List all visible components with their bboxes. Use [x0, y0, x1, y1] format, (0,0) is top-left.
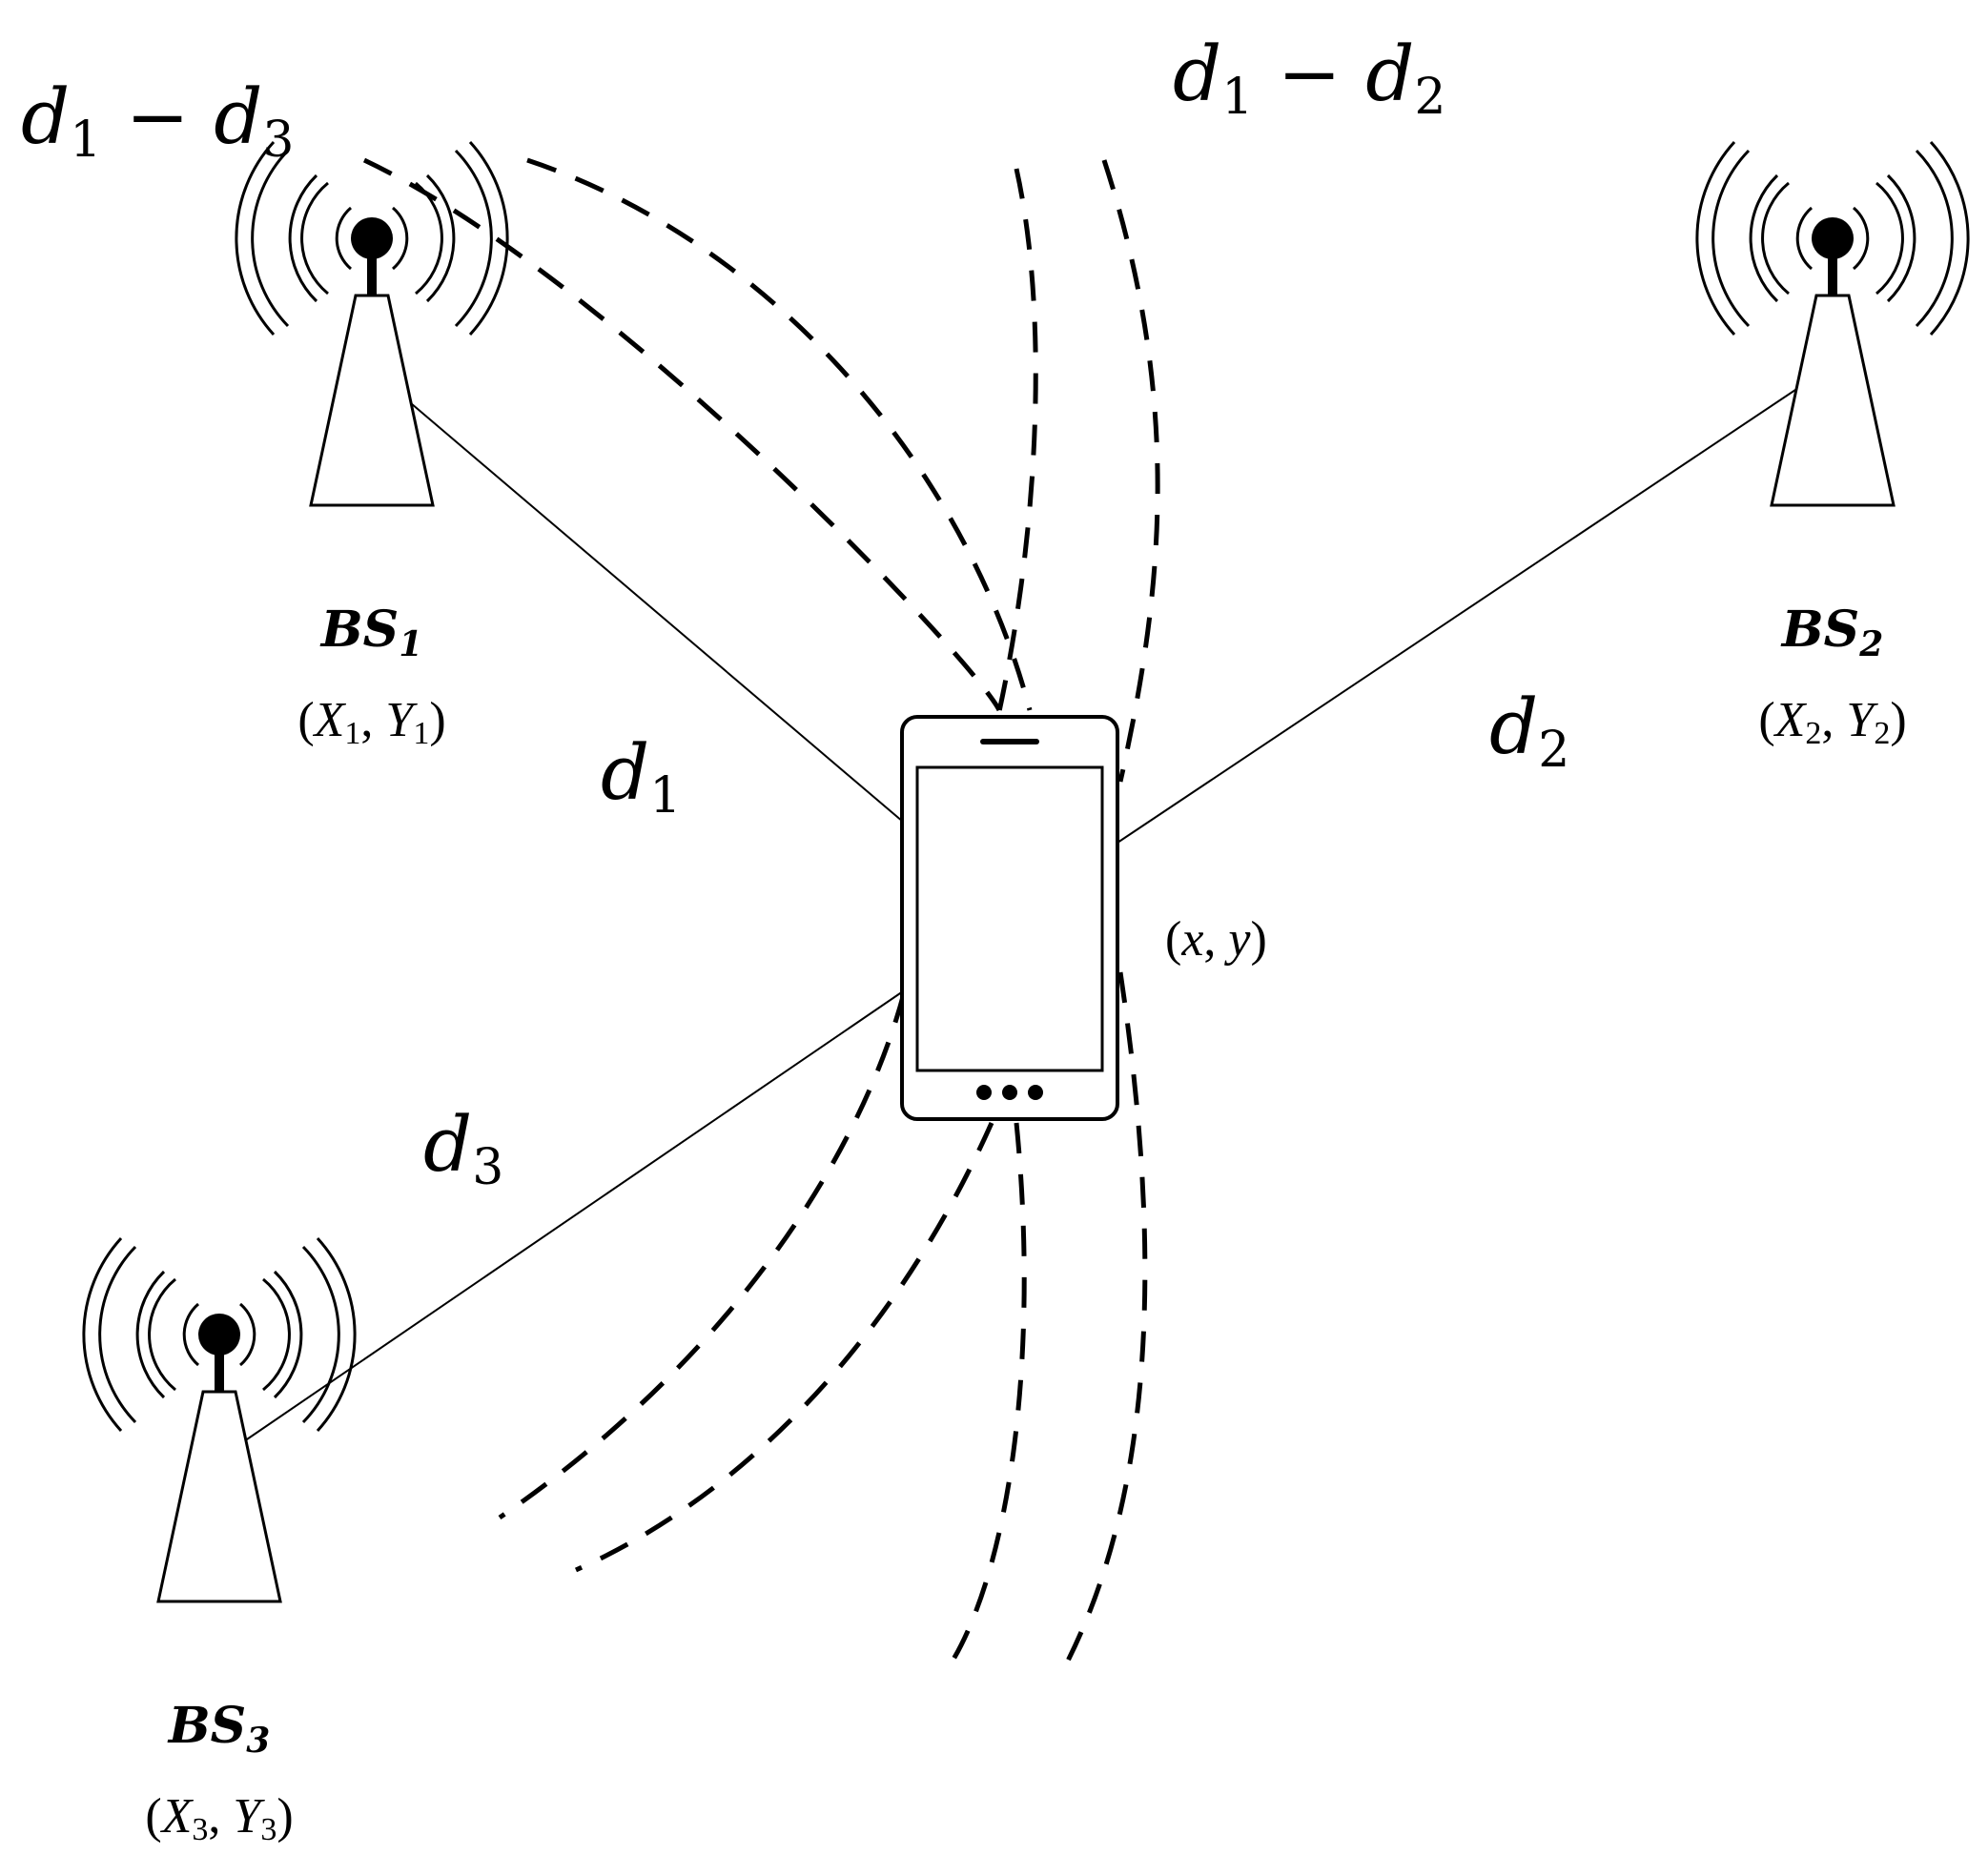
line-bs1-mobile [398, 392, 904, 823]
bs1-coordinates: (X1, Y1) [297, 693, 445, 751]
base-station-2 [1695, 140, 1970, 507]
distance-lines [243, 385, 1802, 1442]
hyperbola-curves [362, 157, 1160, 1672]
hyperbola-13-outer-lower [498, 992, 907, 1520]
bs2-name: BS2 [1780, 601, 1884, 664]
hyperbola-12-right [1101, 159, 1160, 783]
hyperbola-13-inner-lower [574, 1121, 994, 1573]
bs3-coordinates: (X3, Y3) [145, 1789, 293, 1847]
distance-3-label: d3 [423, 1100, 503, 1196]
hyperbola-13-outer [362, 157, 1002, 712]
distance-2-label: d2 [1489, 683, 1569, 779]
hyperbola-12-left-lower [944, 1122, 1027, 1672]
distance-1-label: d1 [601, 728, 681, 825]
radio-tower-icon [82, 1236, 357, 1603]
line-bs3-mobile [243, 990, 904, 1442]
bs2-coordinates: (X2, Y2) [1758, 693, 1906, 751]
radio-tower-icon [1695, 140, 1970, 507]
bs1-name: BS1 [319, 601, 423, 664]
base-station-3 [82, 1236, 357, 1603]
hyperbola-12-left [994, 168, 1038, 725]
smartphone-icon [900, 715, 1119, 1121]
mobile-coordinates: (x, y) [1165, 912, 1267, 967]
hyperbola-12-right-lower [1060, 971, 1148, 1672]
hyperbola-13-label: d1 − d3 [21, 72, 295, 169]
bs3-name: BS3 [167, 1697, 271, 1761]
hyperbola-12-label: d1 − d2 [1173, 30, 1446, 126]
hyperbola-13-inner [526, 157, 1033, 711]
line-bs2-mobile [1117, 385, 1802, 844]
